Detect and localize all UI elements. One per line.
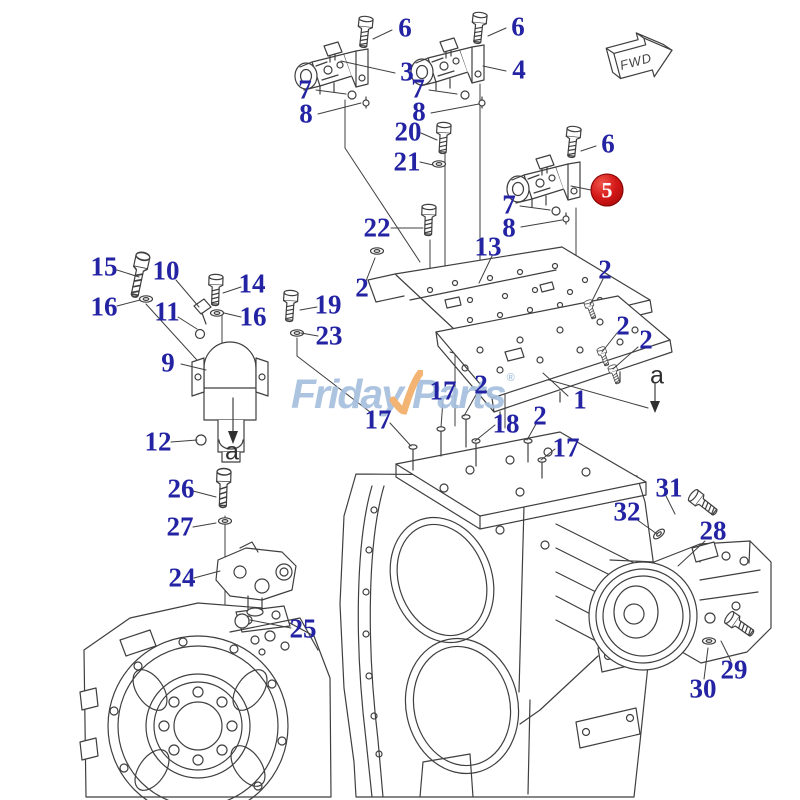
- part-label-23: 23: [315, 320, 343, 351]
- pump-assembly-drawing: [519, 540, 772, 725]
- valve-body-upper-drawing: [367, 246, 653, 357]
- part-label-29: 29: [720, 654, 748, 685]
- fastener-drawings: [126, 11, 758, 645]
- part-label-24: 24: [168, 562, 196, 593]
- part-label-30: 30: [689, 673, 717, 704]
- part-label-2: 2: [639, 324, 653, 355]
- part-label-7: 7: [411, 73, 425, 104]
- part-label-17: 17: [429, 375, 457, 406]
- part-label-2: 2: [474, 369, 488, 400]
- part-label-17: 17: [364, 404, 392, 435]
- part-label-6: 6: [601, 128, 615, 159]
- part-label-31: 31: [655, 472, 683, 503]
- part-label-18: 18: [492, 408, 520, 439]
- part-label-21: 21: [393, 146, 421, 177]
- part-label-26: 26: [167, 473, 195, 504]
- case-top-deck-drawing: [395, 414, 647, 530]
- part-label-7: 7: [502, 189, 516, 220]
- part-label-28: 28: [699, 515, 727, 546]
- ref-letter-a: a: [225, 437, 239, 466]
- part-label-8: 8: [299, 98, 313, 129]
- highlight-badge: 5: [590, 173, 624, 207]
- fwd-sign: FWD: [605, 32, 673, 80]
- part-label-20: 20: [394, 116, 422, 147]
- part-label-11: 11: [154, 296, 180, 327]
- ref-letter-a: a: [650, 361, 664, 390]
- part-label-32: 32: [613, 496, 641, 527]
- part-label-19: 19: [314, 289, 342, 320]
- part-label-16: 16: [239, 301, 267, 332]
- part-label-8: 8: [412, 96, 426, 127]
- part-label-4: 4: [512, 54, 526, 85]
- part-label-10: 10: [152, 255, 180, 286]
- leader-lines: [116, 27, 732, 680]
- part-label-6: 6: [398, 12, 412, 43]
- part-label-6: 6: [511, 11, 525, 42]
- part-label-22: 22: [363, 212, 391, 243]
- part-label-2: 2: [355, 272, 369, 303]
- solenoid-valve-drawings: [294, 37, 581, 208]
- part-label-8: 8: [502, 212, 516, 243]
- part-label-15: 15: [90, 251, 118, 282]
- ref-arrows: [228, 383, 660, 444]
- part-label-25: 25: [289, 613, 317, 644]
- part-label-2: 2: [598, 254, 612, 285]
- valve-body-lower-drawing: [435, 295, 673, 423]
- part-label-14: 14: [238, 268, 266, 299]
- part-label-16: 16: [90, 291, 118, 322]
- part-label-1: 1: [573, 384, 587, 415]
- part-label-12: 12: [144, 426, 172, 457]
- part-label-17: 17: [552, 432, 580, 463]
- part-label-13: 13: [474, 231, 502, 262]
- part-label-27: 27: [166, 511, 194, 542]
- part-label-3: 3: [400, 56, 414, 87]
- part-label-7: 7: [298, 74, 312, 105]
- part-label-2: 2: [616, 310, 630, 341]
- part-label-2: 2: [533, 400, 547, 431]
- part-label-9: 9: [161, 347, 175, 378]
- valve-24-drawing: [215, 541, 297, 617]
